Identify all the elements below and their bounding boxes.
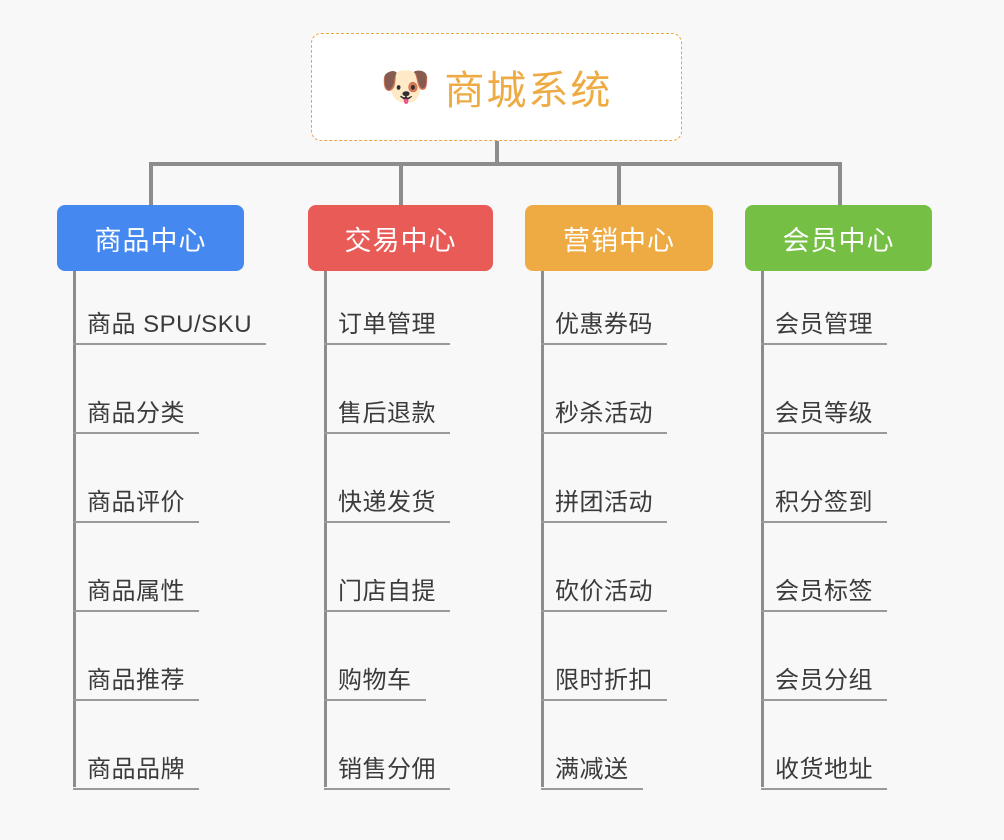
leaf-rule bbox=[761, 432, 887, 434]
leaf-item[interactable]: 销售分佣 bbox=[324, 701, 450, 790]
leaf-label: 快递发货 bbox=[338, 489, 436, 516]
leaf-item[interactable]: 门店自提 bbox=[324, 523, 450, 612]
leaf-label: 会员管理 bbox=[775, 311, 873, 338]
leaf-label: 销售分佣 bbox=[338, 756, 436, 783]
leaf-item[interactable]: 商品品牌 bbox=[73, 701, 199, 790]
leaf-rule bbox=[73, 343, 267, 345]
leaf-rule bbox=[541, 699, 667, 701]
leaf-rule bbox=[73, 521, 199, 523]
leaf-item[interactable]: 优惠券码 bbox=[541, 271, 667, 345]
category-label-3: 营销中心 bbox=[563, 225, 675, 256]
branch-spine-3 bbox=[541, 271, 544, 787]
leaf-rule bbox=[541, 788, 643, 790]
leaf-label: 售后退款 bbox=[338, 400, 436, 427]
leaf-label: 商品属性 bbox=[87, 578, 185, 605]
category-header-3[interactable]: 营销中心 bbox=[525, 205, 713, 271]
leaf-item[interactable]: 限时折扣 bbox=[541, 612, 667, 701]
category-header-2[interactable]: 交易中心 bbox=[308, 205, 493, 271]
leaf-label: 会员等级 bbox=[775, 400, 873, 427]
leaf-item[interactable]: 会员分组 bbox=[761, 612, 887, 701]
connector-bus bbox=[149, 162, 842, 166]
leaf-label: 商品品牌 bbox=[87, 756, 185, 783]
leaf-rule bbox=[324, 521, 450, 523]
leaf-item[interactable]: 商品属性 bbox=[73, 523, 199, 612]
leaf-rule bbox=[541, 432, 667, 434]
leaf-label: 积分签到 bbox=[775, 489, 873, 516]
leaf-rule bbox=[324, 432, 450, 434]
leaf-rule bbox=[541, 343, 667, 345]
leaf-item[interactable]: 售后退款 bbox=[324, 345, 450, 434]
connector-drop-2 bbox=[399, 162, 403, 206]
leaf-label: 门店自提 bbox=[338, 578, 436, 605]
leaf-label: 会员标签 bbox=[775, 578, 873, 605]
leaf-rule bbox=[73, 432, 199, 434]
leaf-item[interactable]: 满减送 bbox=[541, 701, 643, 790]
leaf-item[interactable]: 拼团活动 bbox=[541, 434, 667, 523]
leaf-label: 订单管理 bbox=[338, 311, 436, 338]
connector-drop-3 bbox=[617, 162, 621, 206]
branch-spine-4 bbox=[761, 271, 764, 787]
leaf-label: 满减送 bbox=[555, 756, 629, 783]
leaf-item[interactable]: 订单管理 bbox=[324, 271, 450, 345]
branch-column-3: 营销中心 优惠券码 秒杀活动 拼团活动 砍价活动 限时折扣 满减送 bbox=[525, 205, 713, 790]
branch-column-2: 交易中心 订单管理 售后退款 快递发货 门店自提 购物车 销售分佣 bbox=[308, 205, 493, 790]
category-header-1[interactable]: 商品中心 bbox=[57, 205, 244, 271]
connector-trunk bbox=[495, 141, 499, 166]
leaf-item[interactable]: 快递发货 bbox=[324, 434, 450, 523]
leaf-rule bbox=[324, 699, 426, 701]
leaf-item[interactable]: 砍价活动 bbox=[541, 523, 667, 612]
branch-spine-2 bbox=[324, 271, 327, 787]
leaf-label: 购物车 bbox=[338, 667, 412, 694]
leaf-rule bbox=[541, 610, 667, 612]
category-label-1: 商品中心 bbox=[94, 225, 207, 256]
branch-column-4: 会员中心 会员管理 会员等级 积分签到 会员标签 会员分组 收货地址 bbox=[745, 205, 932, 790]
leaf-rule bbox=[73, 699, 199, 701]
connector-drop-4 bbox=[838, 162, 842, 206]
connector-drop-1 bbox=[149, 162, 153, 206]
leaf-item[interactable]: 会员标签 bbox=[761, 523, 887, 612]
category-header-4[interactable]: 会员中心 bbox=[745, 205, 932, 271]
leaf-item[interactable]: 秒杀活动 bbox=[541, 345, 667, 434]
leaf-item[interactable]: 收货地址 bbox=[761, 701, 887, 790]
leaf-label: 秒杀活动 bbox=[555, 400, 653, 427]
branch-column-1: 商品中心 商品 SPU/SKU 商品分类 商品评价 商品属性 商品推荐 商品品牌 bbox=[57, 205, 267, 790]
shiba-inu-dog-face-icon: 🐶 bbox=[380, 64, 431, 110]
leaf-item[interactable]: 会员等级 bbox=[761, 345, 887, 434]
leaf-label: 收货地址 bbox=[775, 756, 873, 783]
leaf-rule bbox=[761, 610, 887, 612]
leaf-item[interactable]: 积分签到 bbox=[761, 434, 887, 523]
leaf-rule bbox=[324, 610, 450, 612]
leaf-label: 砍价活动 bbox=[555, 578, 653, 605]
leaf-item[interactable]: 商品评价 bbox=[73, 434, 199, 523]
leaf-label: 会员分组 bbox=[775, 667, 873, 694]
leaf-rule bbox=[73, 788, 199, 790]
leaf-label: 拼团活动 bbox=[555, 489, 653, 516]
leaf-rule bbox=[761, 788, 887, 790]
leaf-label: 商品推荐 bbox=[87, 667, 185, 694]
leaf-label: 优惠券码 bbox=[555, 311, 653, 338]
category-label-2: 交易中心 bbox=[344, 225, 457, 256]
leaf-item[interactable]: 商品分类 bbox=[73, 345, 199, 434]
leaf-rule bbox=[324, 788, 450, 790]
leaf-item[interactable]: 商品 SPU/SKU bbox=[73, 271, 267, 345]
leaf-rule bbox=[73, 610, 199, 612]
leaf-label: 商品分类 bbox=[87, 400, 185, 427]
category-label-4: 会员中心 bbox=[782, 225, 895, 256]
leaf-rule bbox=[324, 343, 450, 345]
root-title: 商城系统 bbox=[444, 69, 613, 113]
leaf-item[interactable]: 会员管理 bbox=[761, 271, 887, 345]
leaf-label: 商品 SPU/SKU bbox=[87, 311, 253, 338]
leaf-rule bbox=[761, 343, 887, 345]
root-node[interactable]: 🐶 商城系统 bbox=[311, 33, 682, 141]
leaf-item[interactable]: 商品推荐 bbox=[73, 612, 199, 701]
leaf-item[interactable]: 购物车 bbox=[324, 612, 426, 701]
leaf-rule bbox=[541, 521, 667, 523]
leaf-rule bbox=[761, 521, 887, 523]
leaf-label: 商品评价 bbox=[87, 489, 185, 516]
branch-spine-1 bbox=[73, 271, 76, 787]
leaf-label: 限时折扣 bbox=[555, 667, 653, 694]
leaf-rule bbox=[761, 699, 887, 701]
